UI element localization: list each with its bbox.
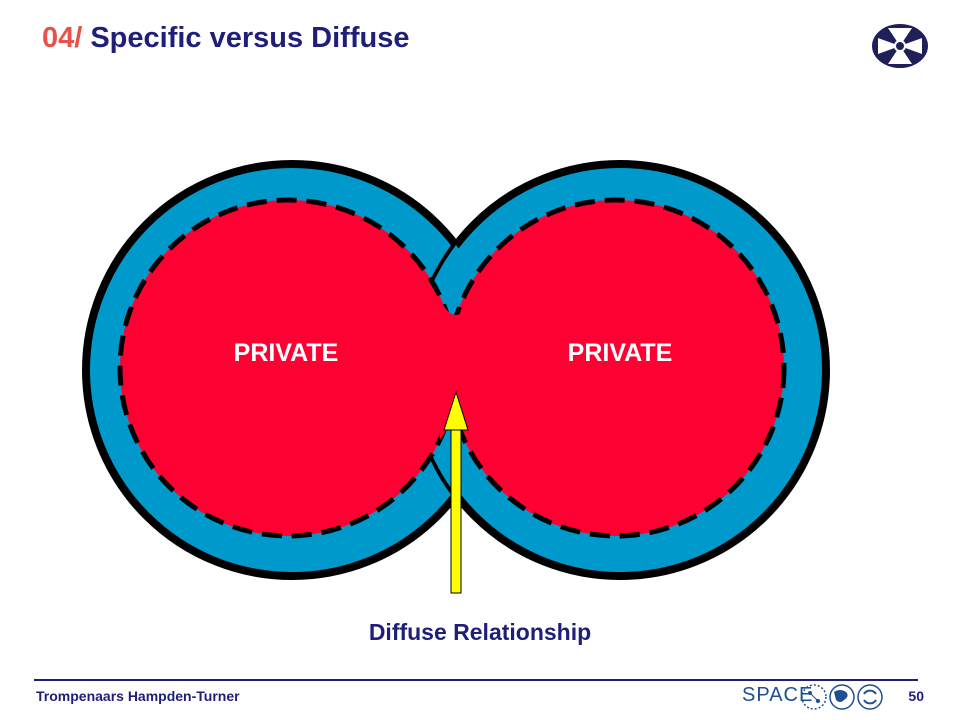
compass-logo-icon <box>872 24 928 68</box>
footer-logos <box>801 684 883 710</box>
footer-author: Trompenaars Hampden-Turner <box>36 688 240 704</box>
network-globe-icon <box>801 684 827 710</box>
europe-map-icon <box>829 684 855 710</box>
footer-divider <box>34 679 918 681</box>
slide-title: 04/Specific versus Diffuse <box>42 22 409 55</box>
footer-brand: SPACE <box>742 684 814 706</box>
private-circle-right <box>445 197 787 539</box>
diagram-caption: Diffuse Relationship <box>368 619 592 645</box>
private-label-left: PRIVATE <box>233 339 339 367</box>
diffuse-arrow <box>443 390 469 594</box>
slide-title-text: Specific versus Diffuse <box>90 22 410 54</box>
private-label-right: PRIVATE <box>567 339 673 367</box>
private-circle-left <box>117 197 459 539</box>
page-number: 50 <box>908 688 924 704</box>
private-bridge <box>440 300 472 440</box>
slide-number-prefix: 04/ <box>42 22 83 54</box>
cycle-arrows-icon <box>857 684 883 710</box>
